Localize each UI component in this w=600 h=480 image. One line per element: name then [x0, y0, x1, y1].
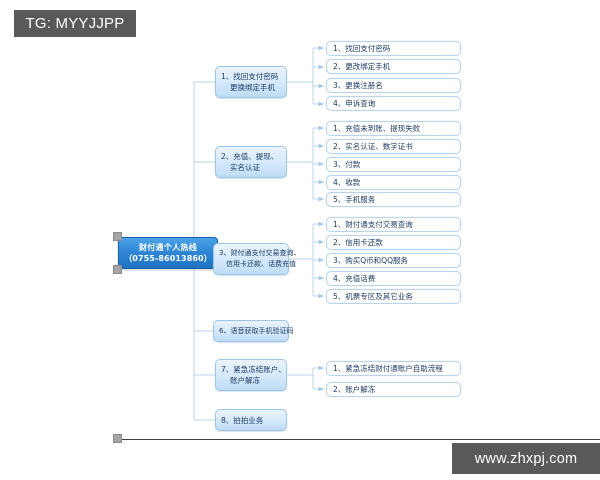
leaf-node-1-4[interactable]: 4、申诉查询 — [326, 96, 461, 111]
selection-handle-top-left[interactable] — [113, 232, 122, 241]
branch-node-2-line1: 2、充值、提现、 — [221, 152, 279, 161]
telegram-watermark: TG: MYYJJPP — [14, 10, 136, 37]
branch-node-1[interactable]: 1、找回支付密码 更换绑定手机 — [215, 66, 287, 98]
branch-node-1-line1: 1、找回支付密码 — [221, 72, 279, 81]
branch-node-2-line2: 实名认证 — [230, 163, 260, 172]
branch-node-2[interactable]: 2、充值、提现、 实名认证 — [215, 146, 287, 178]
page-bottom-rule — [118, 439, 600, 440]
leaf-node-2-1[interactable]: 1、充值未到账、提现失败 — [326, 121, 461, 136]
leaf-node-2-4[interactable]: 4、收款 — [326, 175, 461, 190]
branch-node-6[interactable]: 6、语音获取手机验证码 — [213, 320, 294, 342]
branch-node-3-line1: 3、财付通支付交易查询、 — [219, 249, 301, 257]
branch-node-1-line2: 更换绑定手机 — [230, 83, 275, 92]
branch-node-8[interactable]: 8、拍拍业务 — [215, 409, 287, 431]
selection-handle-bottom[interactable] — [113, 434, 122, 443]
leaf-node-2-5[interactable]: 5、手机服务 — [326, 192, 461, 207]
leaf-node-1-3[interactable]: 3、更换注册名 — [326, 78, 461, 93]
leaf-node-2-3[interactable]: 3、付款 — [326, 157, 461, 172]
leaf-node-1-2[interactable]: 2、更改绑定手机 — [326, 59, 461, 74]
leaf-node-3-2[interactable]: 2、信用卡还款 — [326, 235, 461, 250]
leaf-node-7-2[interactable]: 2、账户解冻 — [326, 382, 461, 397]
leaf-node-3-3[interactable]: 3、购买Q币和QQ服务 — [326, 253, 461, 268]
branch-node-8-line1: 8、拍拍业务 — [221, 415, 264, 425]
selection-handle-bottom-left[interactable] — [113, 265, 122, 274]
branch-node-7-line1: 7、紧急冻结账户、 — [221, 365, 286, 374]
leaf-node-3-4[interactable]: 4、充值话费 — [326, 271, 461, 286]
leaf-node-3-5[interactable]: 5、机票专区及其它业务 — [326, 289, 461, 304]
root-node[interactable]: 财付通个人热线 （0755-86013860） — [118, 237, 218, 269]
leaf-node-3-1[interactable]: 1、财付通支付交易查询 — [326, 217, 461, 232]
root-node-line2: （0755-86013860） — [124, 254, 212, 263]
branch-node-6-line1: 6、语音获取手机验证码 — [219, 326, 294, 335]
branch-node-3[interactable]: 3、财付通支付交易查询、 信用卡还款、话费充值 — [213, 243, 301, 275]
leaf-node-7-1[interactable]: 1、紧急冻结财付通账户自助流程 — [326, 361, 461, 376]
leaf-node-1-1[interactable]: 1、找回支付密码 — [326, 41, 461, 56]
branch-node-3-line2: 信用卡还款、话费充值 — [226, 260, 296, 268]
branch-node-7-line2: 账户解冻 — [230, 376, 260, 385]
leaf-node-2-2[interactable]: 2、实名认证、数字证书 — [326, 139, 461, 154]
branch-node-7[interactable]: 7、紧急冻结账户、 账户解冻 — [215, 359, 287, 391]
site-watermark: www.zhxpj.com — [452, 443, 600, 474]
root-node-line1: 财付通个人热线 — [138, 242, 198, 252]
